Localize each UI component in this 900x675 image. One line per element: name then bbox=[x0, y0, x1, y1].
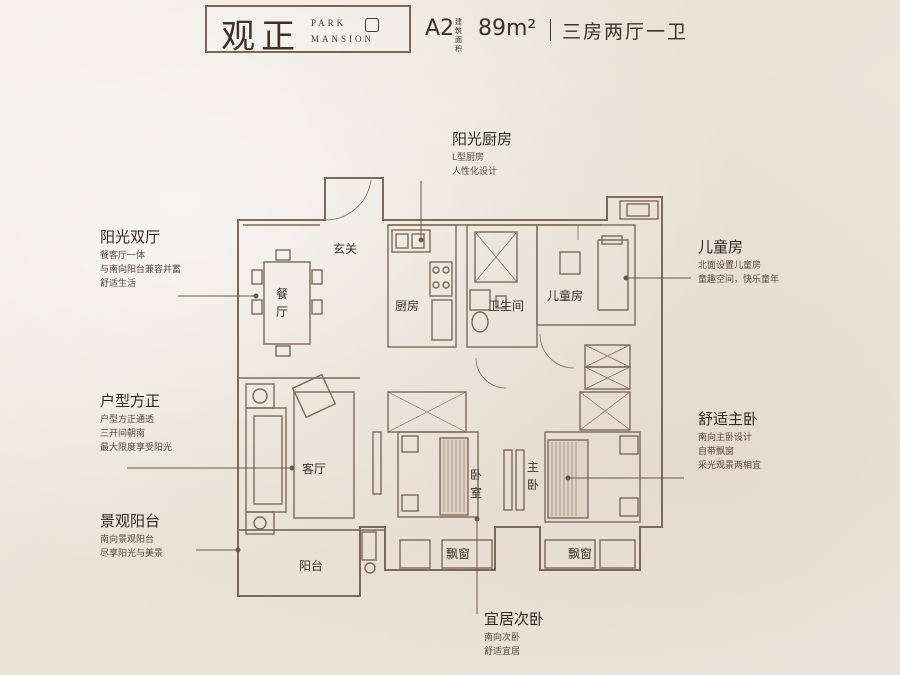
callout-children: 儿童房 北面设置儿童房 童趣空间，快乐童年 bbox=[698, 236, 779, 287]
master-bed bbox=[544, 431, 641, 523]
bathroom-outline bbox=[466, 224, 538, 348]
callout-second-title: 宜居次卧 bbox=[484, 610, 545, 628]
callout-balcony-title: 景观阳台 bbox=[100, 512, 161, 530]
unit-code: A2 bbox=[425, 16, 455, 41]
callout-balcony-line1: 南向景观阳台 bbox=[100, 535, 155, 545]
callout-dining-line2: 与南向阳台兼容并蓄 bbox=[100, 265, 182, 275]
callout-second-line1: 南向次卧 bbox=[484, 633, 521, 643]
callout-dining: 阳光双厅 餐客厅一体 与南向阳台兼容并蓄 舒适生活 bbox=[100, 226, 181, 291]
layout-description: 三房两厅一卫 bbox=[562, 21, 689, 43]
area-label: 建筑面积 bbox=[455, 18, 462, 53]
room-label-living: 客厅 bbox=[302, 462, 327, 476]
callout-layout-title: 户型方正 bbox=[100, 392, 161, 410]
room-label-children: 儿童房 bbox=[547, 289, 584, 303]
callout-balcony: 景观阳台 南向景观阳台 尽享阳光与美景 bbox=[100, 510, 163, 561]
room-label-bay2: 飘窗 bbox=[568, 547, 593, 561]
callout-master-line1: 南向主卧设计 bbox=[698, 433, 753, 443]
logo-english-line2: MANSION bbox=[311, 34, 375, 44]
callout-dining-line1: 餐客厅一体 bbox=[100, 251, 146, 261]
callout-kitchen: 阳光厨房 L型厨房 人性化设计 bbox=[452, 128, 512, 179]
callout-master: 舒适主卧 南向主卧设计 自带飘窗 采光观景两相宜 bbox=[698, 408, 761, 473]
area-value: 89m² bbox=[478, 16, 537, 41]
callout-children-line1: 北面设置儿童房 bbox=[698, 261, 762, 271]
callout-second: 宜居次卧 南向次卧 舒适宜居 bbox=[484, 608, 544, 659]
callout-dining-line3: 舒适生活 bbox=[100, 279, 137, 289]
room-label-bay1: 飘窗 bbox=[446, 547, 471, 561]
callout-layout-line2: 三开间朝南 bbox=[100, 429, 146, 439]
room-label-balcony: 阳台 bbox=[299, 559, 324, 573]
logo-seal-icon bbox=[365, 18, 379, 32]
callout-dining-title: 阳光双厅 bbox=[100, 228, 161, 246]
callout-kitchen-line2: 人性化设计 bbox=[452, 167, 498, 177]
callout-second-line2: 舒适宜居 bbox=[484, 647, 521, 657]
logo-chinese-name: 观正 bbox=[221, 17, 301, 57]
balcony-outline bbox=[237, 529, 361, 597]
callout-layout-line3: 最大限度享受阳光 bbox=[100, 443, 173, 453]
second-bed bbox=[397, 431, 479, 518]
logo-english-line1: PARK bbox=[311, 18, 347, 28]
outer-wall bbox=[237, 177, 663, 597]
callout-children-title: 儿童房 bbox=[698, 238, 744, 256]
brand-logo: 观正 PARK MANSION bbox=[205, 5, 411, 57]
room-label-master-bed: 主卧 bbox=[527, 460, 540, 492]
room-label-entry: 玄关 bbox=[333, 242, 358, 256]
room-label-bathroom: 卫生间 bbox=[488, 299, 525, 313]
kitchen-outline bbox=[387, 224, 457, 348]
dining-table bbox=[263, 261, 311, 345]
callout-children-line2: 童趣空间，快乐童年 bbox=[698, 275, 780, 285]
callout-master-line3: 采光观景两相宜 bbox=[698, 461, 762, 471]
callout-layout: 户型方正 户型方正通透 三开间朝南 最大限度享受阳光 bbox=[100, 390, 172, 455]
header-divider bbox=[550, 19, 551, 41]
callout-master-title: 舒适主卧 bbox=[698, 410, 759, 428]
callout-balcony-line2: 尽享阳光与美景 bbox=[100, 549, 164, 559]
sofa bbox=[245, 407, 287, 513]
children-room-outline bbox=[536, 224, 636, 326]
callout-kitchen-line1: L型厨房 bbox=[452, 153, 485, 163]
room-label-kitchen: 厨房 bbox=[395, 299, 420, 313]
room-label-second-bed: 卧室 bbox=[470, 468, 483, 500]
callout-layout-line1: 户型方正通透 bbox=[100, 415, 155, 425]
callout-master-line2: 自带飘窗 bbox=[698, 447, 735, 457]
room-label-dining: 餐厅 bbox=[276, 287, 289, 319]
callout-kitchen-title: 阳光厨房 bbox=[452, 130, 513, 148]
